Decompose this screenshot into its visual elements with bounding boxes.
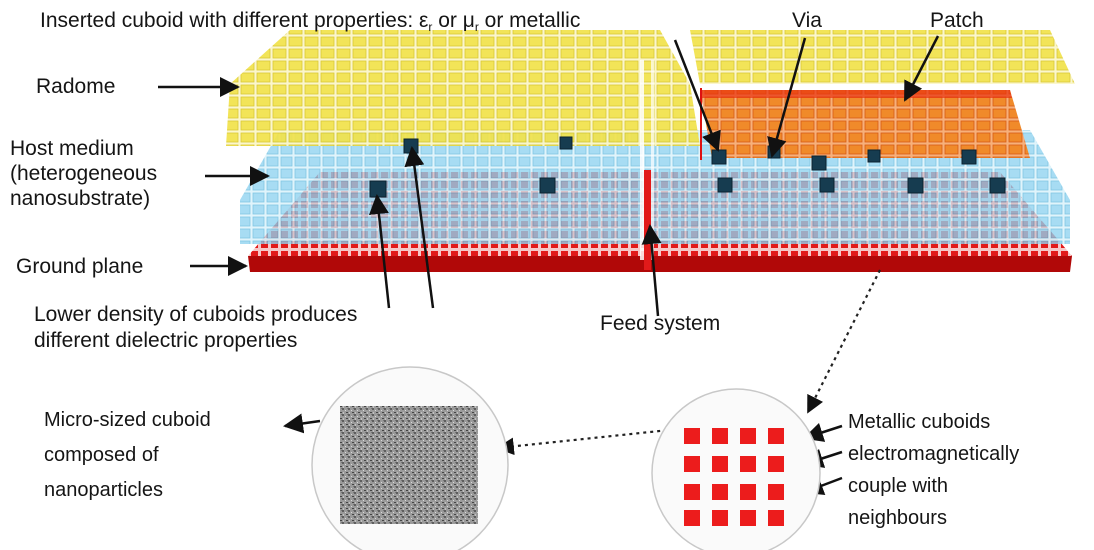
lower-density-label-2: different dielectric properties — [34, 329, 298, 352]
zoom-connector-ground — [807, 269, 881, 414]
patch-arrow — [903, 35, 940, 102]
micro-cuboid-arrow — [283, 413, 321, 434]
metallic-cuboids-zoom — [651, 388, 821, 550]
micro-cuboid-label-1: Micro-sized cuboid — [44, 409, 211, 431]
inserted-cuboid — [961, 149, 977, 165]
metallic-cuboid-grid — [684, 428, 784, 526]
inserted-cuboid-text-c: or metallic — [478, 9, 581, 32]
inserted-cuboid-text-a: Inserted cuboid with different propertie… — [40, 9, 429, 32]
epsilon-subscript: r — [428, 20, 433, 34]
inserted-cuboid — [403, 138, 419, 154]
lower-density-arrow-1 — [368, 194, 391, 309]
inserted-cuboid — [819, 177, 835, 193]
zoom-connectors — [496, 269, 881, 456]
inserted-cuboid — [559, 136, 573, 150]
inserted-cuboid-arrow — [673, 39, 721, 152]
nanoparticle-cuboid-image — [340, 406, 478, 524]
lower-density-arrow-2 — [404, 146, 435, 309]
micro-cuboid-zoom — [311, 366, 509, 550]
inserted-cuboid — [867, 149, 881, 163]
host-medium-label-3: nanosubstrate) — [10, 187, 151, 210]
inserted-cuboid — [369, 180, 387, 198]
inserted-cuboid — [907, 177, 924, 194]
inserted-cuboid-text-b: or μ — [432, 9, 475, 32]
metallic-cuboids-label-3: couple with — [848, 475, 949, 497]
inserted-cuboid — [811, 155, 827, 171]
feed-system-label: Feed system — [600, 312, 721, 335]
host-medium-label-2: (heterogeneous — [10, 162, 158, 185]
metallic-cuboids-label-1: Metallic cuboids — [848, 411, 991, 433]
inserted-cuboid-label: Inserted cuboid with different propertie… — [40, 8, 580, 40]
inserted-cuboid — [989, 177, 1006, 194]
mu-subscript: r — [474, 20, 479, 34]
inserted-cuboid — [711, 149, 727, 165]
radome-layer — [226, 30, 1075, 146]
ground-plane-label: Ground plane — [16, 255, 144, 278]
metallic-cuboids-label-2: electromagnetically — [848, 443, 1020, 465]
patch-layer — [700, 88, 1030, 160]
lower-density-label-1: Lower density of cuboids produces — [34, 303, 358, 326]
radome-label: Radome — [36, 75, 116, 98]
micro-cuboid-label-3: nanoparticles — [44, 479, 163, 501]
via-label: Via — [792, 9, 822, 32]
metallic-cuboids-label-4: neighbours — [848, 507, 947, 529]
inserted-cuboid — [717, 177, 733, 193]
feed-system-posts — [640, 60, 654, 270]
via-arrow — [767, 37, 807, 158]
micro-cuboid-label-2: composed of — [44, 444, 159, 466]
annotation-arrows — [158, 35, 940, 495]
feed-system-arrow — [641, 224, 662, 317]
host-medium-label: Host medium — [10, 137, 134, 160]
inserted-cuboid — [539, 177, 556, 194]
patch-label: Patch — [930, 9, 984, 32]
